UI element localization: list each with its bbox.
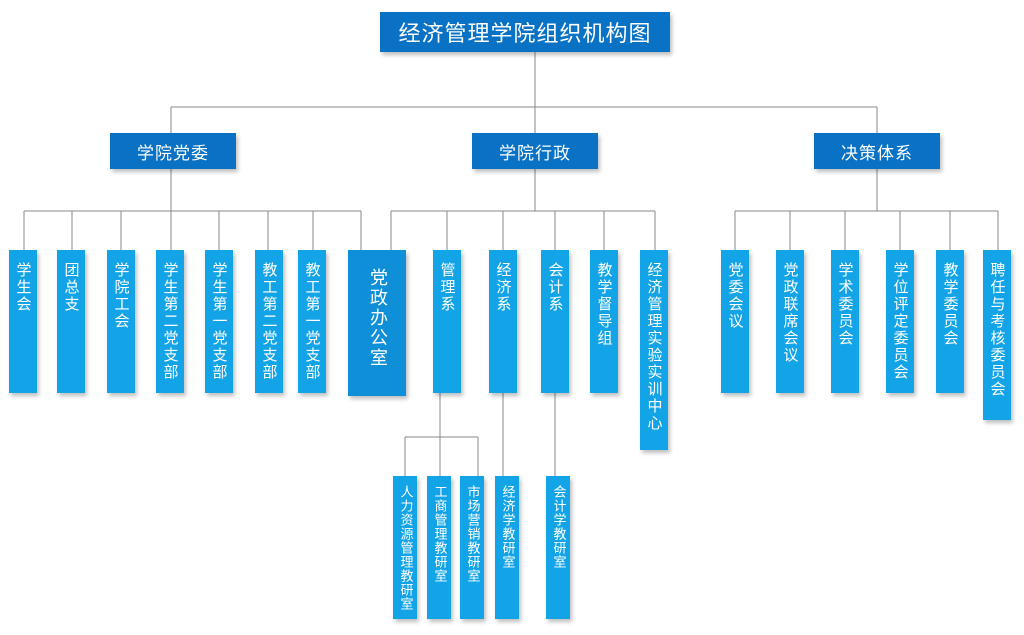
node-label: 管理系 bbox=[438, 262, 457, 313]
chart-title-text: 经济管理学院组织机构图 bbox=[398, 22, 652, 47]
node-label: 学院行政 bbox=[499, 143, 571, 164]
node-label: 党委会议 bbox=[726, 262, 745, 330]
node-label: 会计学教研室 bbox=[550, 485, 566, 569]
node-label: 团总支 bbox=[62, 262, 81, 313]
node-label: 教工第一党支部 bbox=[303, 262, 322, 381]
node-label: 经济系 bbox=[494, 262, 513, 313]
node-accounting-teaching-office: 会计学教研室 bbox=[546, 476, 570, 619]
node-label: 学院工会 bbox=[112, 262, 131, 330]
node-dept-economics: 经济系 bbox=[489, 250, 517, 393]
node-economics-teaching-office: 经济学教研室 bbox=[495, 476, 519, 619]
node-business-admin-teaching-office: 工商管理教研室 bbox=[427, 476, 451, 619]
node-label: 聘任与考核委员会 bbox=[988, 262, 1007, 398]
node-dept-accounting: 会计系 bbox=[541, 250, 569, 393]
node-label: 会计系 bbox=[546, 262, 565, 313]
node-youth-league: 团总支 bbox=[57, 250, 85, 393]
node-label: 决策体系 bbox=[841, 143, 913, 164]
node-label: 教学委员会 bbox=[941, 262, 960, 347]
node-label: 学位评定委员会 bbox=[891, 262, 910, 381]
node-teaching-supervision: 教学督导组 bbox=[590, 250, 618, 393]
node-joint-meeting: 党政联席会议 bbox=[776, 250, 804, 393]
node-marketing-teaching-office: 市场营销教研室 bbox=[460, 476, 484, 619]
node-academic-committee: 学术委员会 bbox=[831, 250, 859, 393]
node-student-branch-1: 学生第一党支部 bbox=[205, 250, 233, 393]
node-staff-branch-2: 教工第二党支部 bbox=[255, 250, 283, 393]
node-party-committee: 学院党委 bbox=[110, 133, 236, 169]
node-label: 学术委员会 bbox=[836, 262, 855, 347]
node-admin-office: 党政办公室 bbox=[348, 250, 406, 396]
chart-title: 经济管理学院组织机构图 bbox=[380, 12, 670, 52]
node-label: 教工第二党支部 bbox=[260, 262, 279, 381]
node-label: 人力资源管理教研室 bbox=[397, 485, 413, 611]
node-label: 经济管理实验实训中心 bbox=[645, 262, 664, 432]
node-label: 学生会 bbox=[14, 262, 33, 313]
node-label: 工商管理教研室 bbox=[431, 485, 447, 583]
node-hr-teaching-office: 人力资源管理教研室 bbox=[393, 476, 417, 619]
node-party-meeting: 党委会议 bbox=[721, 250, 749, 393]
node-degree-committee: 学位评定委员会 bbox=[886, 250, 914, 393]
node-hiring-committee: 聘任与考核委员会 bbox=[983, 250, 1011, 420]
node-administration: 学院行政 bbox=[472, 133, 598, 169]
node-dept-management: 管理系 bbox=[433, 250, 461, 393]
node-label: 经济学教研室 bbox=[499, 485, 515, 569]
node-decision-system: 决策体系 bbox=[814, 133, 940, 169]
node-teaching-committee: 教学委员会 bbox=[936, 250, 964, 393]
node-student-branch-2: 学生第二党支部 bbox=[156, 250, 184, 393]
node-label: 党政办公室 bbox=[367, 268, 388, 368]
node-label: 学院党委 bbox=[137, 143, 209, 164]
node-labor-union: 学院工会 bbox=[107, 250, 135, 393]
node-label: 学生第二党支部 bbox=[161, 262, 180, 381]
node-lab-center: 经济管理实验实训中心 bbox=[640, 250, 668, 450]
node-student-union: 学生会 bbox=[9, 250, 37, 393]
node-label: 学生第一党支部 bbox=[210, 262, 229, 381]
node-label: 市场营销教研室 bbox=[464, 485, 480, 583]
node-label: 党政联席会议 bbox=[781, 262, 800, 364]
node-staff-branch-1: 教工第一党支部 bbox=[298, 250, 326, 393]
node-label: 教学督导组 bbox=[595, 262, 614, 347]
